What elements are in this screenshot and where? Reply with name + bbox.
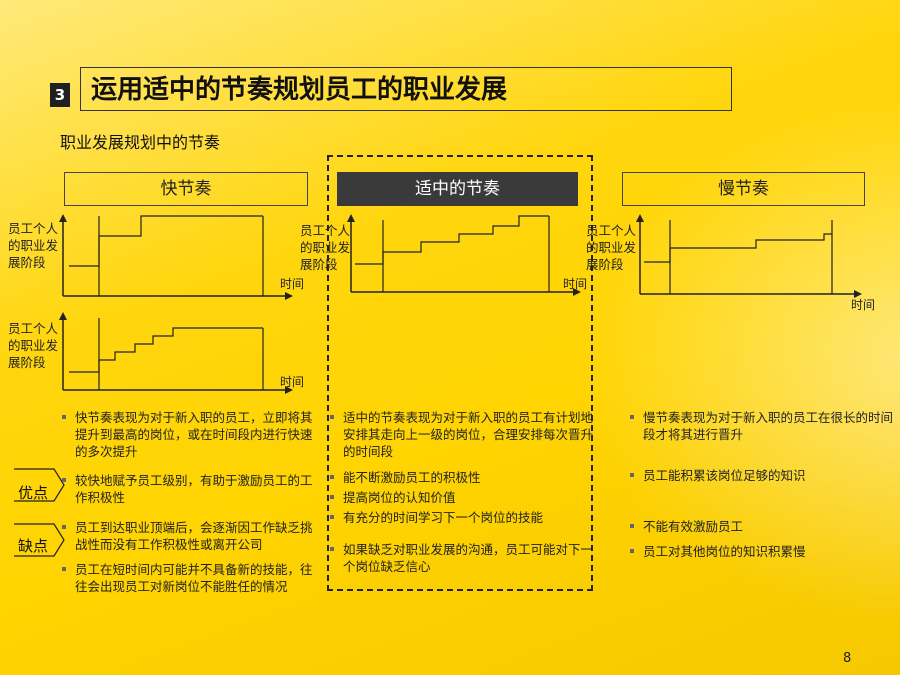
fast-chart1 bbox=[59, 214, 293, 300]
slow-bullet-pro: 员工能积累该岗位足够的知识 bbox=[630, 467, 895, 484]
medium-bullet-pro1: 能不断激励员工的积极性 bbox=[330, 469, 595, 486]
medium-chart-xlabel: 时间 bbox=[563, 277, 588, 291]
medium-chart bbox=[347, 214, 581, 296]
fast-chart2 bbox=[59, 312, 293, 394]
fast-chart1-yaxis-arrow bbox=[59, 214, 67, 222]
medium-chart-yaxis-arrow bbox=[347, 214, 355, 222]
recommended-rhythm-frame bbox=[327, 155, 593, 591]
fast-chart1-ylabel: 员工个人的职业发展阶段 bbox=[8, 221, 59, 270]
fast-bullet-desc: 快节奏表现为对于新入职的员工，立即将其提升到最高的岗位，或在时间段内进行快速的多… bbox=[62, 409, 323, 460]
slide-title: 运用适中的节奏规划员工的职业发展 bbox=[80, 67, 732, 111]
medium-bullet-desc: 适中的节奏表现为对于新入职的员工有计划地安排其走向上一级的岗位，合理安排每次晋升… bbox=[330, 409, 595, 460]
fast-chart1-steps bbox=[69, 215, 263, 267]
slide-subtitle: 职业发展规划中的节奏 bbox=[60, 133, 221, 152]
slow-bullet-con1: 不能有效激励员工 bbox=[630, 518, 895, 535]
fast-bullet-con2: 员工在短时间内可能并不具备新的技能，往往会出现员工对新岗位不能胜任的情况 bbox=[62, 561, 323, 595]
medium-chart-steps bbox=[355, 215, 549, 265]
medium-bullet-con: 如果缺乏对职业发展的沟通，员工可能对下一个岗位缺乏信心 bbox=[330, 541, 595, 575]
fast-chart2-xlabel: 时间 bbox=[280, 375, 305, 389]
pros-tag: 优点 bbox=[18, 484, 49, 502]
fast-chart1-xlabel: 时间 bbox=[280, 277, 305, 291]
fast-bullet-pro: 较快地赋予员工级别，有助于激励员工的工作积极性 bbox=[62, 472, 323, 506]
medium-chart-ylabel: 员工个人的职业发展阶段 bbox=[300, 223, 351, 272]
section-number-badge: 3 bbox=[50, 83, 70, 107]
fast-bullet-con1: 员工到达职业顶端后，会逐渐因工作缺乏挑战性而没有工作积极性或离开公司 bbox=[62, 519, 323, 553]
medium-rhythm-label: 适中的节奏 bbox=[337, 172, 578, 206]
fast-chart2-ylabel: 员工个人的职业发展阶段 bbox=[8, 321, 59, 370]
fast-rhythm-label: 快节奏 bbox=[64, 172, 308, 206]
slow-chart bbox=[636, 214, 862, 298]
fast-chart2-steps bbox=[69, 327, 263, 373]
slow-chart-xaxis-arrow bbox=[854, 290, 862, 298]
fast-chart2-yaxis-arrow bbox=[59, 312, 67, 320]
fast-chart2-xaxis-arrow bbox=[285, 386, 293, 394]
fast-chart1-xaxis-arrow bbox=[285, 292, 293, 300]
medium-bullet-pro3: 有充分的时间学习下一个岗位的技能 bbox=[330, 509, 595, 526]
slow-chart-ylabel: 员工个人的职业发展阶段 bbox=[586, 223, 637, 272]
page-number: 8 bbox=[843, 651, 852, 666]
cons-tag: 缺点 bbox=[18, 537, 49, 555]
slow-bullet-con2: 员工对其他岗位的知识积累慢 bbox=[630, 543, 895, 560]
slow-chart-xlabel: 时间 bbox=[851, 298, 876, 312]
slow-chart-steps bbox=[644, 233, 832, 263]
medium-chart-xaxis-arrow bbox=[573, 288, 581, 296]
slow-chart-yaxis-arrow bbox=[636, 214, 644, 222]
slow-rhythm-label: 慢节奏 bbox=[622, 172, 865, 206]
slow-bullet-desc: 慢节奏表现为对于新入职的员工在很长的时间段才将其进行晋升 bbox=[630, 409, 895, 443]
pros-bracket bbox=[14, 468, 65, 502]
medium-bullet-pro2: 提高岗位的认知价值 bbox=[330, 489, 595, 506]
cons-bracket bbox=[14, 523, 65, 557]
